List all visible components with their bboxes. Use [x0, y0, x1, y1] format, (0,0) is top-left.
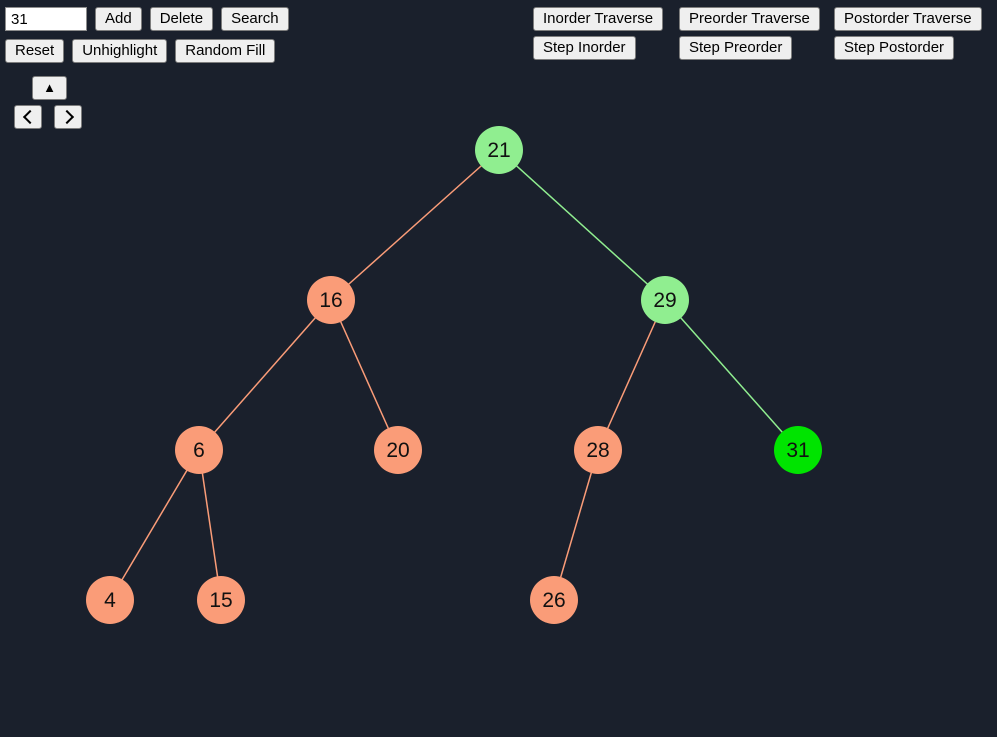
tree-node-value: 16: [319, 289, 342, 312]
delete-button[interactable]: Delete: [149, 7, 214, 31]
tree-edge: [597, 299, 666, 451]
preorder-controls-column: Preorder Traverse Step Preorder: [679, 7, 820, 60]
inorder-controls-column: Inorder Traverse Step Inorder: [533, 7, 664, 60]
tree-node: 21: [475, 126, 523, 174]
tree-node-value: 28: [586, 439, 609, 462]
tree-node: 20: [374, 426, 422, 474]
tree-node-value: 4: [104, 589, 116, 612]
step-inorder-button[interactable]: Step Inorder: [533, 36, 636, 60]
chevron-left-icon: [22, 109, 37, 125]
tree-edge: [198, 449, 222, 601]
tree-node-value: 20: [386, 439, 409, 462]
edit-controls-row: Add Delete Search: [5, 7, 289, 31]
inorder-traverse-button[interactable]: Inorder Traverse: [533, 7, 664, 31]
chevron-right-icon: [59, 109, 74, 125]
step-preorder-button[interactable]: Step Preorder: [679, 36, 793, 60]
tree-node-value: 21: [487, 139, 510, 162]
tree-node: 29: [641, 276, 689, 324]
tree-node: 16: [307, 276, 355, 324]
tree-node-circle: [307, 276, 355, 324]
tree-edge: [109, 449, 200, 601]
tree-edge: [664, 299, 799, 451]
tree-node-circle: [175, 426, 223, 474]
tree-node-circle: [197, 576, 245, 624]
tree-edge: [330, 299, 399, 451]
tree-navigation-pad: ▲: [0, 76, 100, 136]
tree-node-circle: [530, 576, 578, 624]
tree-node-value: 15: [209, 589, 232, 612]
tree-node: 4: [86, 576, 134, 624]
tree-node: 6: [175, 426, 223, 474]
tree-node-circle: [641, 276, 689, 324]
left-toolbar: Add Delete Search Reset Unhighlight Rand…: [5, 7, 289, 63]
tree-edge: [553, 449, 599, 601]
tree-node: 28: [574, 426, 622, 474]
tree-node-circle: [475, 126, 523, 174]
tree-node-circle: [774, 426, 822, 474]
nav-up-button[interactable]: ▲: [32, 76, 67, 100]
tree-node-circle: [86, 576, 134, 624]
tree-node-value: 29: [653, 289, 676, 312]
tree-node-circle: [574, 426, 622, 474]
tree-node-value: 31: [786, 439, 809, 462]
value-input[interactable]: [5, 7, 87, 31]
tree-edge: [498, 149, 666, 301]
postorder-controls-column: Postorder Traverse Step Postorder: [834, 7, 982, 60]
preorder-traverse-button[interactable]: Preorder Traverse: [679, 7, 820, 31]
tree-node-value: 26: [542, 589, 565, 612]
unhighlight-button[interactable]: Unhighlight: [72, 39, 168, 63]
random-fill-button[interactable]: Random Fill: [175, 39, 276, 63]
reset-controls-row: Reset Unhighlight Random Fill: [5, 39, 276, 63]
tree-node: 26: [530, 576, 578, 624]
step-postorder-button[interactable]: Step Postorder: [834, 36, 955, 60]
postorder-traverse-button[interactable]: Postorder Traverse: [834, 7, 982, 31]
up-arrow-icon: ▲: [43, 80, 56, 95]
tree-edge: [198, 299, 332, 451]
add-button[interactable]: Add: [95, 7, 142, 31]
nav-right-button[interactable]: [54, 105, 82, 129]
search-button[interactable]: Search: [221, 7, 289, 31]
reset-button[interactable]: Reset: [5, 39, 65, 63]
nav-left-button[interactable]: [14, 105, 42, 129]
tree-node: 15: [197, 576, 245, 624]
tree-node-value: 6: [193, 439, 205, 462]
tree-node: 31: [774, 426, 822, 474]
tree-node-circle: [374, 426, 422, 474]
tree-edge: [330, 149, 500, 301]
